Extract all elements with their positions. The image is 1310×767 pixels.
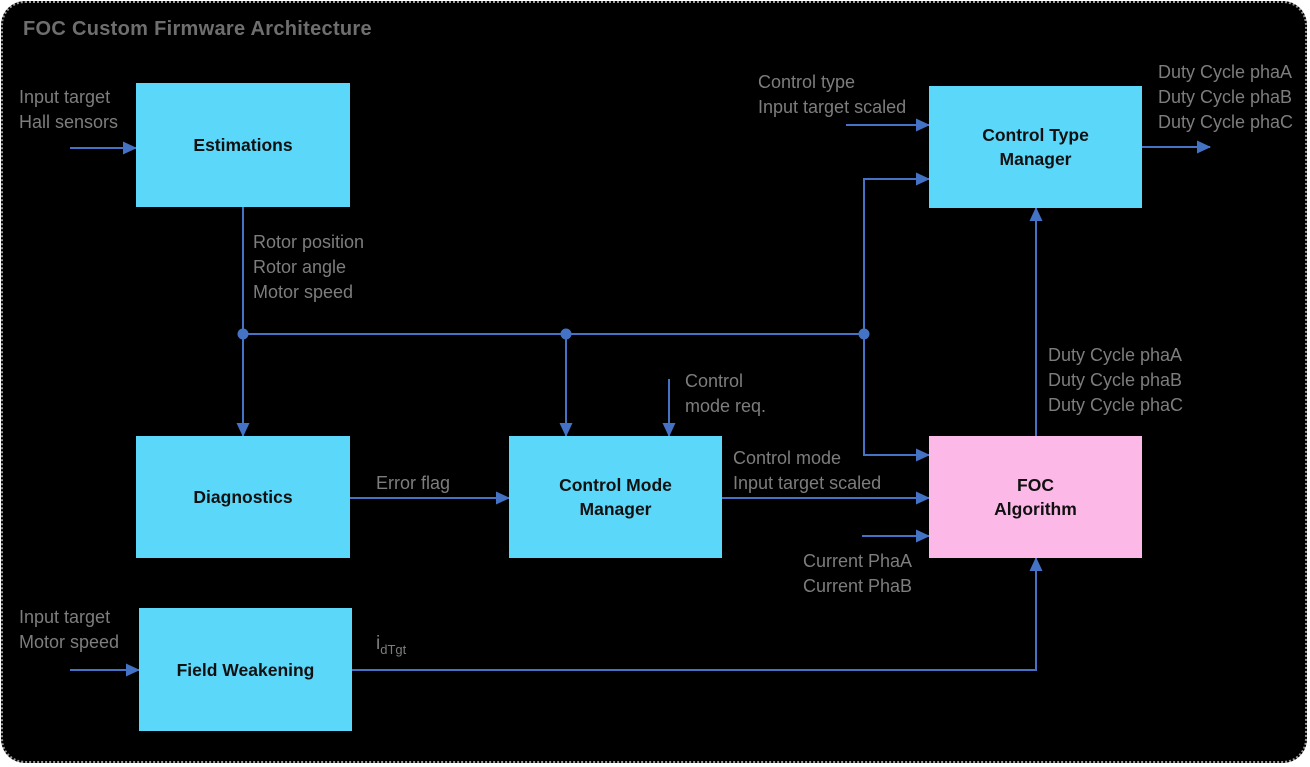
block-estimations: Estimations [136, 83, 350, 207]
block-control-mode-manager: Control Mode Manager [509, 436, 722, 558]
block-label: FOC [1017, 475, 1054, 495]
block-control-type-manager: Control Type Manager [929, 86, 1142, 208]
label-control-mode-output: Control mode Input target scaled [733, 448, 882, 493]
label-error-flag: Error flag [376, 473, 451, 493]
junction-dot [560, 328, 572, 340]
block-label: Diagnostics [193, 487, 293, 507]
label-control-type-inputs: Control type Input target scaled [758, 72, 907, 117]
block-foc-algorithm: FOC Algorithm [929, 436, 1142, 558]
label-duty-cycle-outputs: Duty Cycle phaA Duty Cycle phaB Duty Cyc… [1158, 62, 1294, 132]
block-label: Manager [999, 149, 1072, 169]
connector-field-weakening-to-foc [352, 557, 1043, 671]
block-diagnostics: Diagnostics [136, 436, 350, 558]
label-control-mode-request: Control mode req. [685, 371, 767, 416]
junction-dot [858, 328, 870, 340]
connector-bus-to-control-type-manager [863, 172, 930, 334]
label-estimations-outputs: Rotor position Rotor angle Motor speed [253, 232, 365, 302]
label-currents: Current PhaA Current PhaB [803, 551, 913, 596]
label-duty-cycle-internal: Duty Cycle phaA Duty Cycle phaB Duty Cyc… [1048, 345, 1184, 415]
block-label: Manager [579, 499, 652, 519]
block-label: Algorithm [994, 499, 1077, 519]
label-estimations-inputs: Input target Hall sensors [19, 87, 119, 132]
block-label: Control Type [982, 125, 1089, 145]
block-label: Control Mode [559, 475, 672, 495]
block-field-weakening: Field Weakening [139, 608, 352, 731]
junction-dot [237, 328, 249, 340]
block-label: Estimations [193, 135, 293, 155]
label-id-target: idTgt [376, 633, 407, 657]
block-label: Field Weakening [176, 659, 315, 680]
diagram-title: FOC Custom Firmware Architecture [23, 18, 372, 40]
label-field-weakening-inputs: Input target Motor speed [19, 607, 120, 652]
connector-bus-to-foc-algorithm [863, 334, 930, 462]
